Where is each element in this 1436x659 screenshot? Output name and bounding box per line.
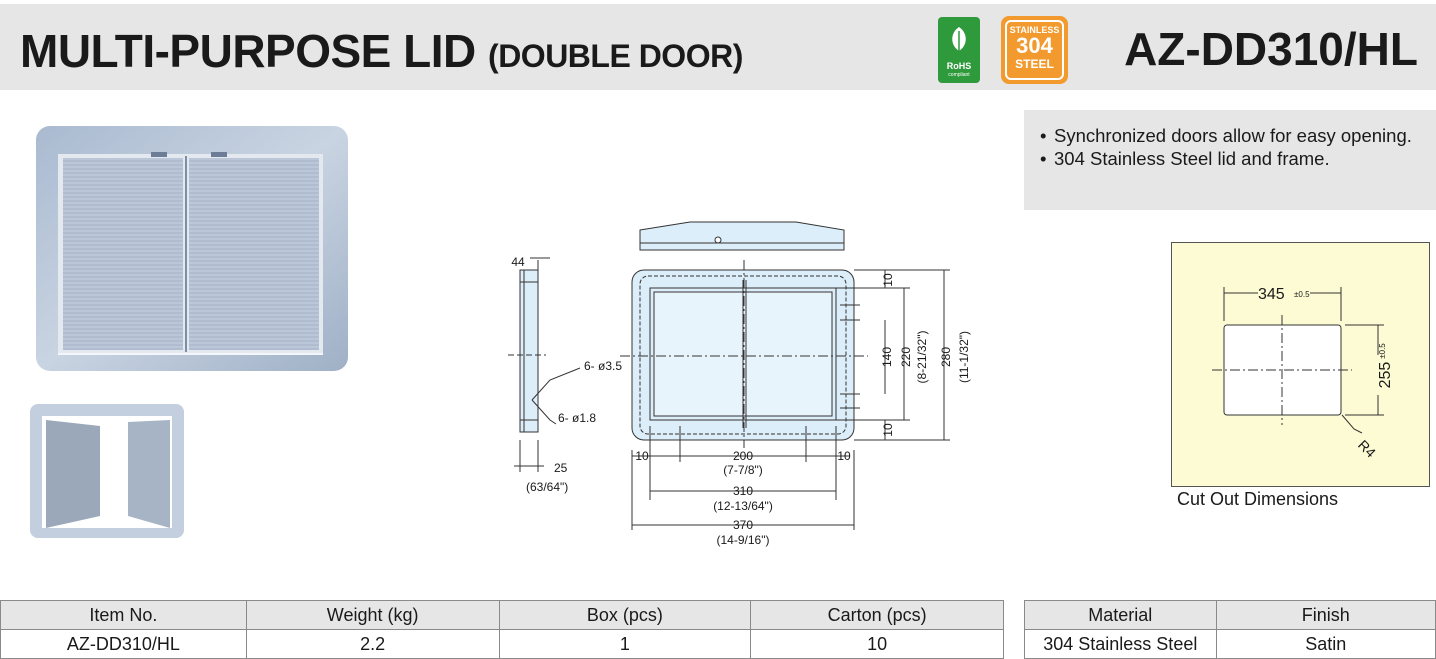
title-main: MULTI-PURPOSE LID [20, 25, 476, 77]
dim-right-margin: 10 [837, 449, 851, 463]
cell-finish: Satin [1215, 629, 1436, 659]
dim-200-inch: (7-7/8") [723, 463, 763, 477]
col-weight: Weight (kg) [245, 600, 500, 630]
page-title: MULTI-PURPOSE LID (DOUBLE DOOR) [20, 24, 743, 78]
badge-line2: 304 [1016, 33, 1053, 58]
spec-table-header: Item No. Weight (kg) Box (pcs) Carton (p… [0, 600, 1004, 630]
rohs-sub: compliant [948, 72, 970, 78]
technical-drawing: 44 6- ø3.5 6- ø1.8 25 (63/64") 10 10 140… [508, 221, 971, 547]
cutout-width-tol: ±0.5 [1294, 290, 1310, 299]
col-finish: Finish [1215, 600, 1436, 630]
cell-carton: 10 [750, 629, 1004, 659]
badge-line1: STAINLESS [1009, 25, 1060, 35]
dim-280: 280 [939, 347, 953, 367]
col-box: Box (pcs) [498, 600, 752, 630]
features-panel: Synchronized doors allow for easy openin… [1024, 110, 1436, 210]
model-number: AZ-DD310/HL [1124, 23, 1418, 75]
dim-370-inch: (14-9/16") [717, 533, 770, 547]
cutout-radius: R4 [1355, 437, 1379, 461]
leaf-icon [952, 27, 966, 54]
dim-200: 200 [733, 449, 753, 463]
dim-top-margin: 10 [881, 273, 895, 287]
dim-side-thickness: 44 [511, 255, 525, 269]
dim-370: 370 [733, 518, 753, 532]
cell-weight: 2.2 [245, 629, 500, 659]
feature-item: 304 Stainless Steel lid and frame. [1040, 147, 1426, 170]
dim-depth: 25 [554, 461, 568, 475]
table-row: AZ-DD310/HL 2.2 1 10 [0, 629, 1004, 659]
dim-310: 310 [733, 484, 753, 498]
rohs-label: RoHS [946, 61, 972, 71]
material-table-header: Material Finish [1024, 600, 1436, 630]
product-photo-open [30, 404, 184, 538]
cell-item-no: AZ-DD310/HL [0, 629, 247, 659]
dim-left-margin: 10 [635, 449, 649, 463]
cutout-drawing: 345 ±0.5 255 ±0.5 R4 [1212, 286, 1394, 461]
dim-depth-inch: (63/64") [526, 480, 568, 494]
dim-310-inch: (12-13/64") [713, 499, 773, 513]
spec-table: Item No. Weight (kg) Box (pcs) Carton (p… [0, 600, 1004, 659]
cutout-height-tol: ±0.5 [1378, 343, 1387, 359]
rohs-badge: RoHS compliant [938, 17, 980, 83]
dim-bottom-margin: 10 [881, 423, 895, 437]
col-material: Material [1024, 600, 1217, 630]
dim-280-inch: (11-1/32") [957, 331, 971, 383]
dim-hole-1: 6- ø3.5 [584, 359, 622, 373]
stainless-304-badge: STAINLESS 304 STEEL [1001, 16, 1068, 84]
cell-material: 304 Stainless Steel [1024, 629, 1217, 659]
col-item-no: Item No. [0, 600, 247, 630]
cutout-height: 255 [1377, 362, 1394, 389]
dim-hole-2: 6- ø1.8 [558, 411, 596, 425]
cell-box: 1 [498, 629, 752, 659]
product-photo-closed [36, 126, 348, 371]
dim-220-inch: (8-21/32") [915, 331, 929, 384]
material-table: Material Finish 304 Stainless Steel Sati… [1024, 600, 1436, 659]
feature-item: Synchronized doors allow for easy openin… [1040, 124, 1426, 147]
dim-140: 140 [880, 347, 894, 367]
cutout-diagram: 345 ±0.5 255 ±0.5 R4 [1171, 242, 1430, 487]
title-subtitle: (DOUBLE DOOR) [488, 38, 743, 74]
badge-line3: STEEL [1015, 57, 1054, 71]
col-carton: Carton (pcs) [750, 600, 1004, 630]
cutout-caption: Cut Out Dimensions [1177, 489, 1339, 509]
header-bar: MULTI-PURPOSE LID (DOUBLE DOOR) RoHS com… [0, 4, 1436, 90]
dim-220: 220 [899, 347, 913, 367]
table-row: 304 Stainless Steel Satin [1024, 629, 1436, 659]
cutout-width: 345 [1258, 286, 1285, 303]
